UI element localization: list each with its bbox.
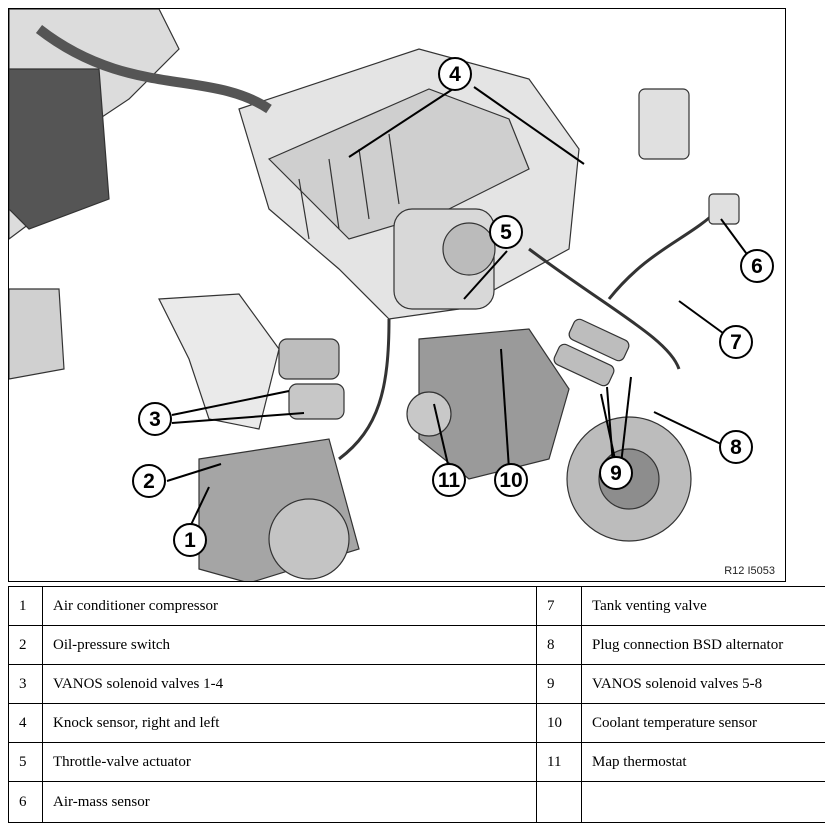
legend-label: Plug connection BSD alternator [582, 626, 825, 665]
callout-8: 8 [720, 431, 752, 463]
legend-label: Air-mass sensor [43, 782, 537, 823]
svg-text:7: 7 [730, 331, 742, 354]
callout-9: 9 [600, 457, 632, 489]
callout-4: 4 [439, 58, 471, 90]
callout-11: 11 [433, 464, 465, 496]
callout-6: 6 [741, 250, 773, 282]
legend-num [537, 782, 582, 823]
engine-diagram: 4 5 6 7 8 9 10 11 3 2 1 R12 I5053 [8, 8, 786, 582]
svg-text:9: 9 [610, 462, 622, 485]
legend-num: 1 [9, 587, 43, 626]
legend-label: Map thermostat [582, 743, 825, 782]
svg-text:8: 8 [730, 436, 742, 459]
svg-text:2: 2 [143, 470, 155, 493]
svg-text:11: 11 [438, 469, 461, 492]
callout-10: 10 [495, 464, 527, 496]
legend-label: Knock sensor, right and left [43, 704, 537, 743]
callout-1: 1 [174, 524, 206, 556]
legend-row: 1 Air conditioner compressor 7 Tank vent… [9, 587, 825, 626]
legend-num: 6 [9, 782, 43, 823]
legend-num: 9 [537, 665, 582, 704]
legend-row: 4 Knock sensor, right and left 10 Coolan… [9, 704, 825, 743]
legend-label [582, 782, 825, 823]
legend-label: VANOS solenoid valves 1-4 [43, 665, 537, 704]
legend-row: 6 Air-mass sensor [9, 782, 825, 823]
figure-code: R12 I5053 [724, 565, 775, 577]
legend-num: 7 [537, 587, 582, 626]
svg-text:10: 10 [499, 469, 522, 492]
callout-2: 2 [133, 465, 165, 497]
legend-table: 1 Air conditioner compressor 7 Tank vent… [8, 586, 825, 823]
legend-num: 11 [537, 743, 582, 782]
legend-label: Throttle-valve actuator [43, 743, 537, 782]
callout-7: 7 [720, 326, 752, 358]
legend-label: Oil-pressure switch [43, 626, 537, 665]
legend-num: 4 [9, 704, 43, 743]
legend-num: 10 [537, 704, 582, 743]
callout-5: 5 [490, 216, 522, 248]
legend-row: 5 Throttle-valve actuator 11 Map thermos… [9, 743, 825, 782]
svg-text:3: 3 [149, 408, 161, 431]
legend-num: 3 [9, 665, 43, 704]
legend-label: Tank venting valve [582, 587, 825, 626]
legend-label: Air conditioner compressor [43, 587, 537, 626]
legend-row: 2 Oil-pressure switch 8 Plug connection … [9, 626, 825, 665]
legend-num: 2 [9, 626, 43, 665]
legend-num: 8 [537, 626, 582, 665]
legend-label: Coolant temperature sensor [582, 704, 825, 743]
svg-text:1: 1 [184, 529, 196, 552]
svg-text:5: 5 [500, 221, 512, 244]
engine-illustration: 4 5 6 7 8 9 10 11 3 2 1 [9, 9, 786, 582]
callout-3: 3 [139, 403, 171, 435]
svg-text:6: 6 [751, 255, 763, 278]
svg-text:4: 4 [449, 63, 461, 86]
legend-row: 3 VANOS solenoid valves 1-4 9 VANOS sole… [9, 665, 825, 704]
legend-num: 5 [9, 743, 43, 782]
legend-label: VANOS solenoid valves 5-8 [582, 665, 825, 704]
